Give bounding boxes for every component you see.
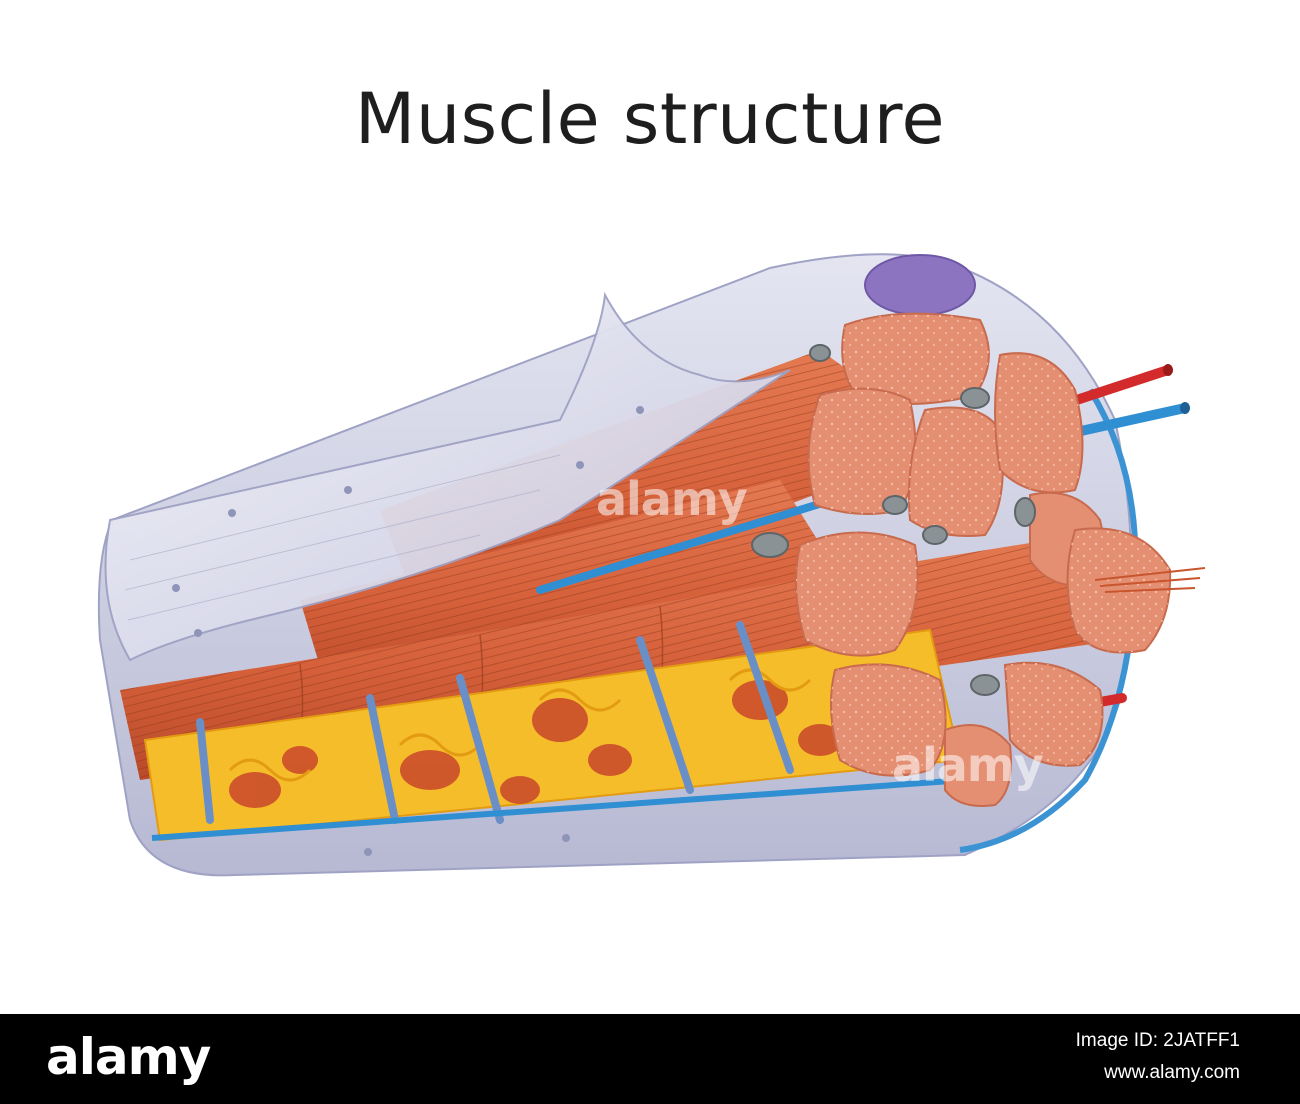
footer-url[interactable]: www.alamy.com	[1104, 1062, 1240, 1083]
image-id-label: Image ID: 2JATFF1	[1075, 1030, 1240, 1051]
diagram-title: Muscle structure	[354, 78, 946, 160]
watermark-text: alamy	[596, 472, 748, 526]
muscle-illustration	[97, 253, 1206, 877]
artery-vessel-small	[1095, 693, 1127, 707]
footer-logo: alamy	[46, 1028, 211, 1086]
epimysium-flap	[104, 291, 791, 662]
footer-bar: alamy Image ID: 2JATFF1 www.alamy.com	[0, 1014, 1300, 1104]
nerve-fibers	[1094, 567, 1206, 593]
mitochondria	[751, 344, 1036, 696]
sheath-lumen	[864, 254, 976, 316]
vein-vessel-left	[536, 489, 859, 594]
t-tubules	[196, 621, 794, 824]
watermark-text: alamy	[892, 738, 1044, 792]
basement-vessel	[151, 777, 966, 841]
epimysium-rim	[959, 388, 1139, 853]
